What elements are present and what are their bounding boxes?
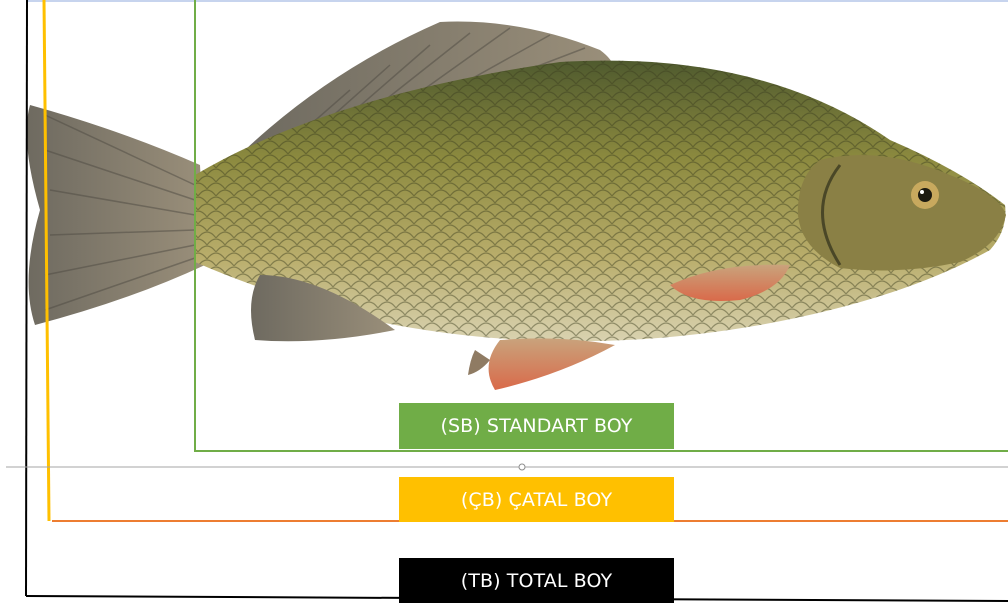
fish-head (798, 155, 1006, 270)
standard-length-label: (SB) STANDART BOY (399, 403, 674, 449)
pelvic-fin (489, 338, 615, 390)
total-length-line-vertical (26, 0, 27, 596)
guide-handle[interactable] (519, 464, 525, 470)
fork-length-label: (ÇB) ÇATAL BOY (399, 477, 674, 522)
fish-illustration (27, 22, 1006, 390)
total-length-label: (TB) TOTAL BOY (399, 558, 674, 603)
tail-fin (27, 105, 205, 325)
